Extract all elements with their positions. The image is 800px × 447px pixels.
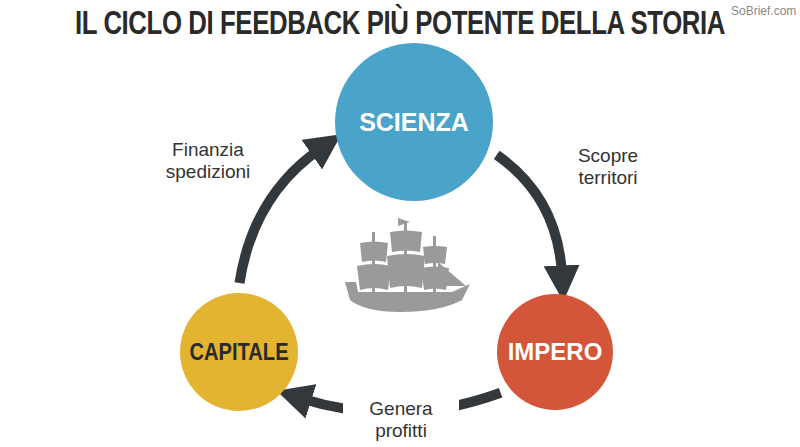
- edge-label: Genera profitti: [343, 397, 459, 443]
- ship-silhouette: [345, 218, 470, 312]
- diagram-title: IL CICLO DI FEEDBACK PIÙ POTENTE DELLA S…: [75, 4, 725, 42]
- node-label: SCIENZA: [359, 108, 469, 137]
- edge-label: Finanzia spedizioni: [150, 138, 266, 184]
- cycle-circle: SCIENZA: [335, 43, 493, 201]
- edge-label: Scopre territori: [550, 144, 666, 190]
- watermark: SoBrief.com: [731, 4, 796, 18]
- cycle-circle: CAPITALE: [180, 293, 298, 411]
- node-label: IMPERO: [508, 338, 603, 366]
- node-label: CAPITALE: [189, 338, 288, 366]
- cycle-circle: IMPERO: [497, 294, 613, 410]
